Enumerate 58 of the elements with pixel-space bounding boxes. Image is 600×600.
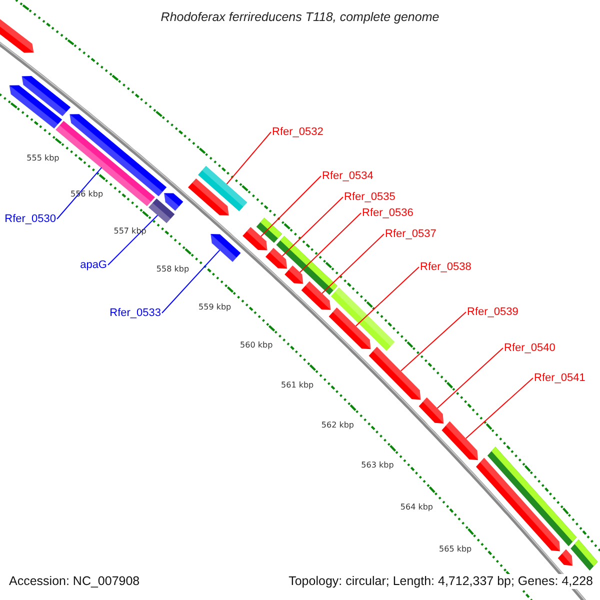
gene-label: Rfer_0536	[362, 207, 414, 219]
gene-label: Rfer_0534	[322, 170, 374, 182]
tick-label: 565 kbp	[439, 544, 472, 554]
gene-block	[188, 178, 229, 216]
gene-label: apaG	[80, 259, 107, 271]
gene-block	[266, 248, 288, 269]
gene-block	[9, 85, 62, 128]
gene-label: Rfer_0530	[4, 213, 56, 225]
gene-block	[284, 266, 304, 284]
title: Rhodoferax ferrireducens T118, complete genome	[160, 10, 440, 24]
tick-label: 563 kbp	[361, 460, 394, 470]
leader-line	[282, 196, 344, 256]
leader-line	[56, 167, 102, 220]
gene-block	[301, 281, 331, 310]
gene-block	[242, 227, 268, 250]
footer-text: Topology: circular; Length: 4,712,337 bp; Genes: 4,228	[286, 574, 595, 589]
gene-block	[368, 346, 421, 400]
leader-line	[162, 250, 220, 314]
gene-block	[70, 114, 167, 196]
gene-block	[256, 218, 282, 243]
leader-line	[436, 348, 504, 409]
leader-line	[465, 378, 534, 439]
gene-block	[570, 540, 598, 571]
tick-label: 562 kbp	[321, 420, 354, 430]
leader-line	[355, 266, 420, 327]
gene-block	[164, 193, 184, 211]
gene-block	[487, 446, 577, 546]
gene-block	[210, 234, 241, 262]
footer-text: Accession: NC_007908	[9, 574, 140, 589]
leader-line	[226, 132, 272, 185]
gene-block	[148, 198, 175, 224]
gene-block	[476, 458, 560, 552]
gene-block	[558, 549, 572, 566]
gene-block	[22, 76, 71, 116]
gene-label: Rfer_0535	[344, 191, 396, 203]
leader-line	[322, 234, 384, 294]
leader-line	[400, 312, 466, 372]
tick-label: 564 kbp	[400, 502, 433, 512]
gene-label: Rfer_0538	[420, 261, 472, 273]
gene-block	[198, 166, 248, 212]
tick-label: 560 kbp	[240, 340, 273, 350]
gene-label: Rfer_0539	[467, 306, 518, 318]
gene-block	[328, 308, 371, 350]
tick-label: 561 kbp	[281, 380, 314, 390]
gene-label: Rfer_0540	[504, 342, 556, 354]
tick-label: 559 kbp	[198, 302, 232, 312]
leader-line	[108, 214, 158, 266]
gene-label: Rfer_0537	[385, 228, 436, 240]
gene-label: Rfer_0532	[272, 126, 324, 138]
tick-label: 558 kbp	[156, 264, 190, 273]
tick-label: 555 kbp	[26, 154, 60, 163]
gene-label: Rfer_0541	[534, 372, 586, 384]
gene-block	[330, 287, 395, 351]
leader-line	[260, 176, 322, 237]
gene-block	[442, 421, 478, 460]
gene-block	[418, 397, 444, 424]
gene-label: Rfer_0533	[110, 307, 161, 319]
leader-line	[299, 212, 362, 273]
